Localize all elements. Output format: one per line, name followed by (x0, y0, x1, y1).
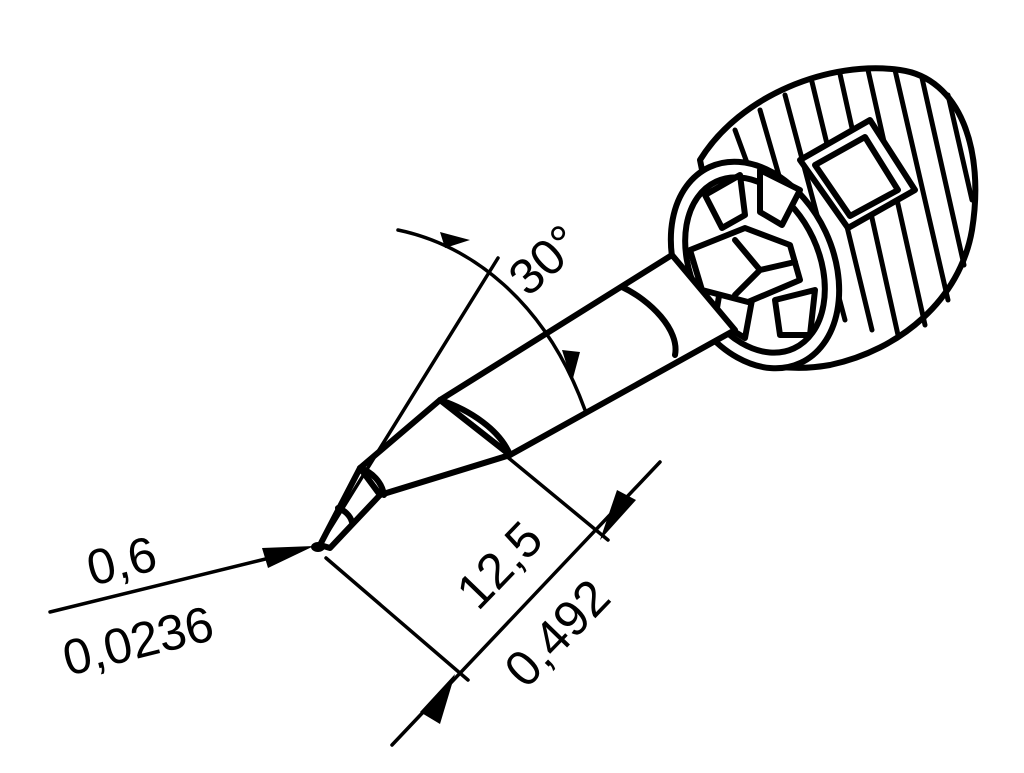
tip-shaft (311, 252, 738, 552)
angle-arrow-bottom (562, 350, 580, 382)
angle-arrow-top (440, 232, 470, 248)
shaft-band (619, 284, 679, 358)
length-arrow-high (600, 490, 636, 540)
angle-arc (396, 228, 587, 412)
tip-small-ring (335, 505, 355, 525)
diameter-imperial-label: 0,0236 (57, 595, 219, 686)
length-metric-label: 12,5 (446, 511, 554, 620)
tip-diameter-dimension: 0,6 0,0236 (48, 526, 314, 687)
nut-window-inner (812, 134, 901, 219)
nut-hub-detail (732, 237, 798, 298)
length-extension-line-tip (324, 556, 470, 682)
length-extension-line-cone (503, 453, 610, 542)
diameter-leader-arrow (262, 546, 314, 568)
tip-point (317, 465, 383, 551)
tip-ring (357, 465, 387, 498)
angle-extension-line (318, 256, 500, 547)
length-arrow-low (420, 674, 455, 724)
cone-ring (437, 397, 513, 458)
diameter-leader-line (48, 551, 292, 614)
